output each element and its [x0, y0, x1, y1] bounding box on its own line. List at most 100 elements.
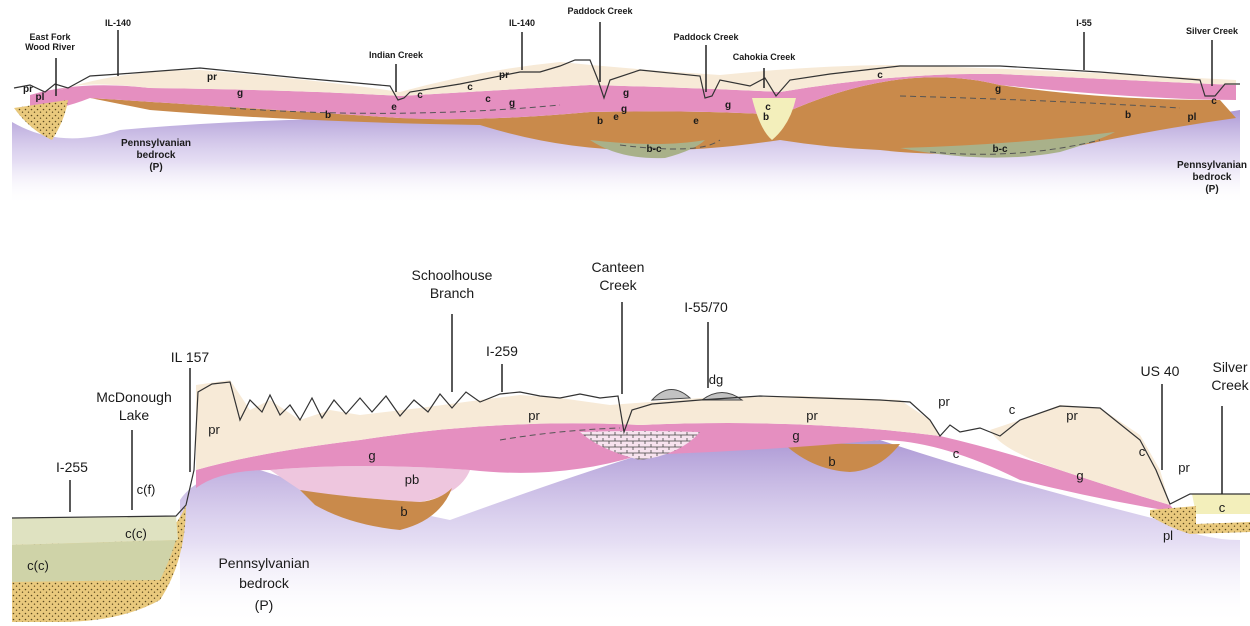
bottom-unit-label-pr-d: pr	[938, 394, 950, 409]
top-unit-label-b-2: b	[597, 116, 603, 127]
svg-text:Wood River: Wood River	[25, 42, 75, 52]
svg-text:I-259: I-259	[486, 343, 518, 359]
top-unit-label-g-1: g	[237, 88, 243, 99]
top-feature-il140-a: IL-140	[105, 18, 131, 28]
top-unit-label-c-2: c	[467, 82, 473, 93]
bottom-unit-label-g-c: g	[1076, 468, 1083, 483]
bottom-unit-label-pr-a: pr	[208, 422, 220, 437]
bottom-feature-i255: I-255	[56, 459, 88, 475]
bottom-feature-i5570: I-55/70	[684, 299, 728, 315]
top-unit-label-b-1: b	[325, 110, 331, 121]
svg-text:East Fork: East Fork	[29, 32, 71, 42]
top-feature-paddock-2: Paddock Creek	[673, 32, 739, 42]
svg-text:Schoolhouse: Schoolhouse	[412, 267, 493, 283]
svg-text:IL-140: IL-140	[105, 18, 131, 28]
svg-text:Branch: Branch	[430, 285, 474, 301]
top-unit-label-c-4: c	[765, 102, 771, 113]
svg-text:Creek: Creek	[599, 277, 637, 293]
bottom-unit-label-c-a: c	[1009, 402, 1016, 417]
bottom-feature-il157: IL 157	[171, 349, 210, 365]
bottom-unit-label-pb: pb	[405, 472, 419, 487]
top-unit-label-e-3: e	[693, 116, 699, 127]
bottom-unit-label-pl: pl	[1163, 528, 1173, 543]
top-unit-label-g-5: g	[725, 100, 731, 111]
bottom-unit-label-c-b: c	[953, 446, 960, 461]
svg-text:Canteen: Canteen	[592, 259, 645, 275]
bottom-unit-dg-1	[652, 389, 690, 400]
bottom-bedrock-line1: Pennsylvanian	[218, 555, 309, 571]
top-unit-label-c-6: c	[1211, 96, 1217, 107]
top-unit-label-bc-2: b-c	[993, 144, 1008, 155]
top-unit-label-pl-1: pl	[36, 92, 45, 103]
svg-text:McDonough: McDonough	[96, 389, 172, 405]
top-unit-label-g-3: g	[623, 88, 629, 99]
svg-text:I-55: I-55	[1076, 18, 1092, 28]
bottom-unit-label-cc-1: c(c)	[125, 526, 147, 541]
bottom-cross-section: SchoolhouseBranchCanteenCreekI-55/70I-25…	[12, 259, 1250, 626]
top-unit-label-g-6: g	[995, 84, 1001, 95]
top-unit-label-bc-1: b-c	[647, 144, 662, 155]
svg-text:Creek: Creek	[1211, 377, 1249, 393]
svg-text:Silver Creek: Silver Creek	[1186, 26, 1239, 36]
top-unit-label-pr-2: pr	[207, 72, 217, 83]
svg-text:Paddock Creek: Paddock Creek	[567, 6, 633, 16]
top-unit-label-g-2: g	[509, 98, 515, 109]
bottom-unit-label-cf: c(f)	[137, 482, 156, 497]
top-feature-indian-creek: Indian Creek	[369, 50, 424, 60]
bottom-unit-label-c-c: c	[1139, 444, 1146, 459]
top-feature-silver-top: Silver Creek	[1186, 26, 1239, 36]
bottom-unit-label-cc-2: c(c)	[27, 558, 49, 573]
top-unit-label-e-2: e	[613, 112, 619, 123]
bottom-bedrock-line3: (P)	[255, 597, 274, 613]
top-bedrock-right-line2: bedrock	[1193, 172, 1232, 183]
top-unit-label-b-4: b	[1125, 110, 1131, 121]
bottom-unit-label-c-d: c	[1219, 500, 1226, 515]
svg-text:Silver: Silver	[1212, 359, 1247, 375]
top-feature-il140-b: IL-140	[509, 18, 535, 28]
svg-text:Paddock Creek: Paddock Creek	[673, 32, 739, 42]
top-bedrock-right-line3: (P)	[1205, 184, 1218, 195]
svg-text:IL-140: IL-140	[509, 18, 535, 28]
top-unit-label-g-4: g	[621, 104, 627, 115]
svg-text:IL 157: IL 157	[171, 349, 210, 365]
top-bedrock-right-line1: Pennsylvanian	[1177, 160, 1247, 171]
bottom-unit-label-pr-c: pr	[806, 408, 818, 423]
svg-text:Cahokia Creek: Cahokia Creek	[733, 52, 797, 62]
svg-text:Indian Creek: Indian Creek	[369, 50, 424, 60]
top-bedrock-line3: (P)	[149, 162, 162, 173]
top-unit-label-pr-1: pr	[23, 84, 33, 95]
top-feature-cahokia: Cahokia Creek	[733, 52, 797, 62]
top-unit-label-pl-2: pl	[1188, 112, 1197, 123]
bottom-unit-label-dg: dg	[709, 372, 723, 387]
top-bedrock-line2: bedrock	[137, 150, 176, 161]
bottom-unit-cc-upper	[12, 516, 178, 545]
top-bedrock-line1: Pennsylvanian	[121, 138, 191, 149]
svg-text:US 40: US 40	[1141, 363, 1180, 379]
bottom-unit-label-pr-e: pr	[1066, 408, 1078, 423]
top-unit-label-c-1: c	[417, 90, 423, 101]
bottom-feature-i259: I-259	[486, 343, 518, 359]
bottom-unit-label-b-a: b	[400, 504, 407, 519]
bottom-unit-label-pr-f: pr	[1178, 460, 1190, 475]
svg-text:Lake: Lake	[119, 407, 150, 423]
top-unit-label-b-3: b	[763, 112, 769, 123]
bottom-unit-label-pr-b: pr	[528, 408, 540, 423]
top-feature-i55: I-55	[1076, 18, 1092, 28]
bottom-feature-us40: US 40	[1141, 363, 1180, 379]
top-unit-label-e-1: e	[391, 102, 397, 113]
svg-text:I-255: I-255	[56, 459, 88, 475]
bottom-unit-label-g-b: g	[792, 428, 799, 443]
bottom-bedrock-line2: bedrock	[239, 575, 290, 591]
top-feature-paddock-1: Paddock Creek	[567, 6, 633, 16]
bottom-unit-label-b-b: b	[828, 454, 835, 469]
top-unit-label-c-3: c	[485, 94, 491, 105]
top-unit-label-pr-3: pr	[499, 70, 509, 81]
bottom-unit-label-g-a: g	[368, 448, 375, 463]
